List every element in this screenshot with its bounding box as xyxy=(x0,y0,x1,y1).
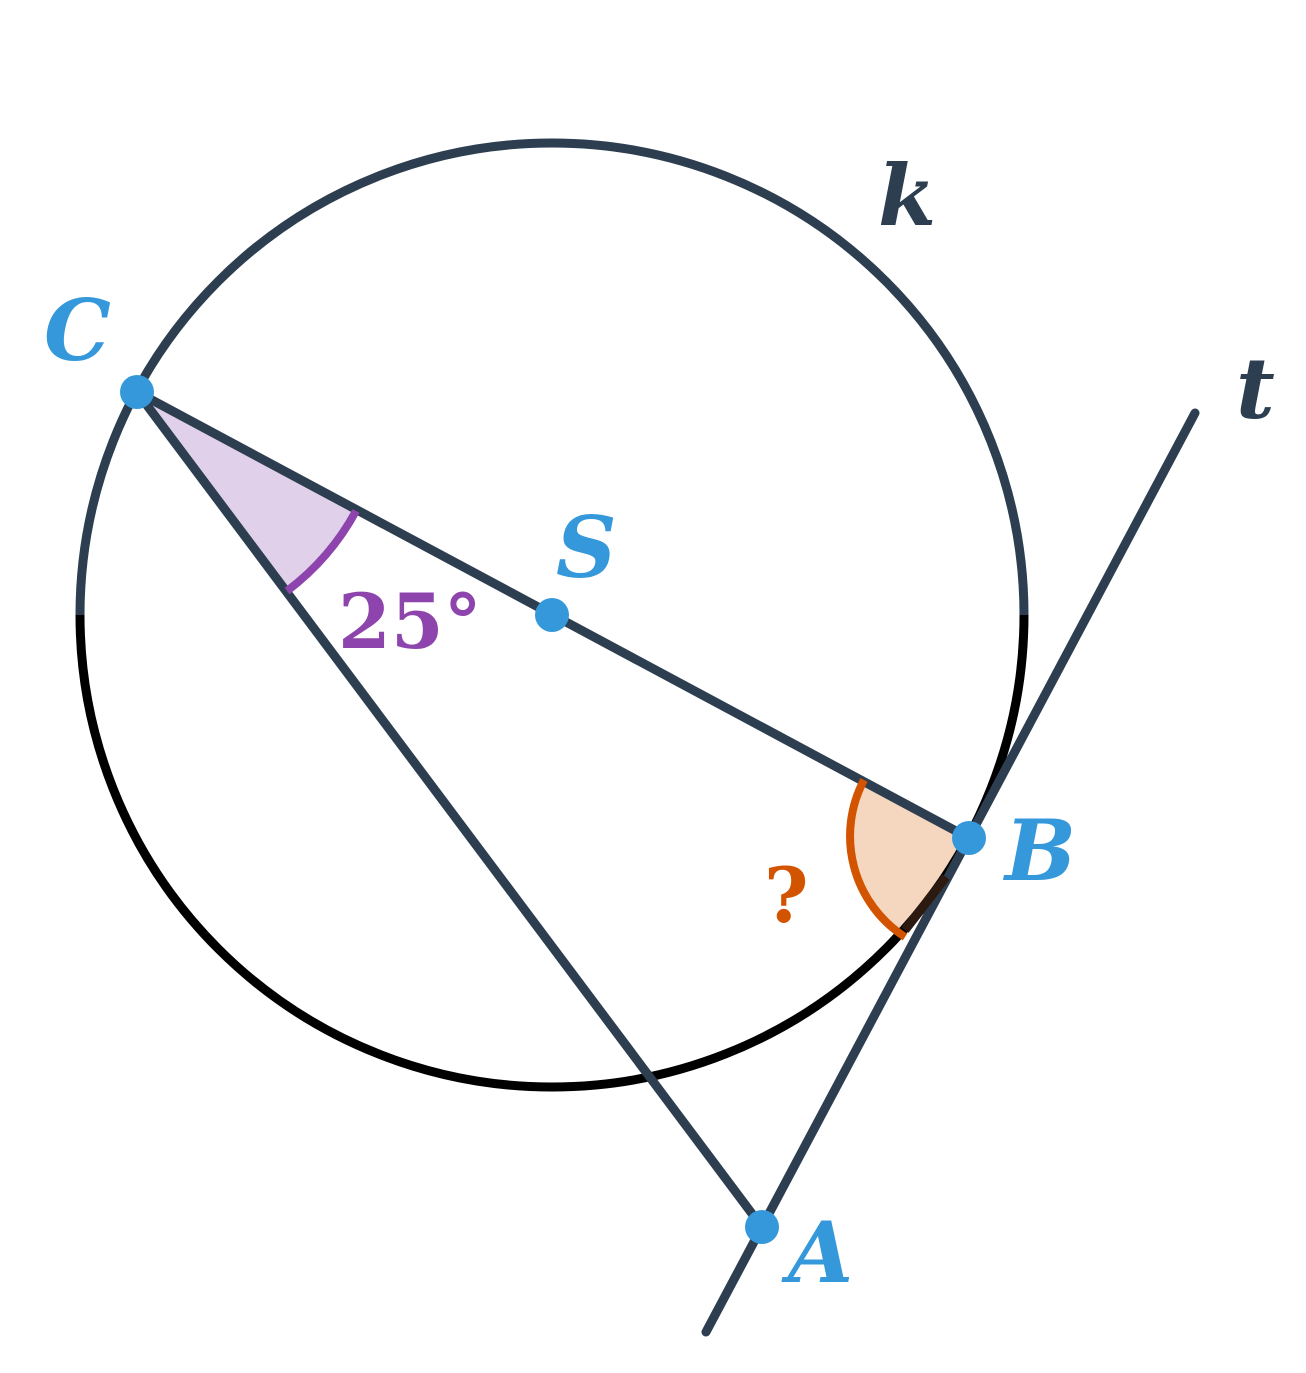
label-t: t xyxy=(1236,339,1275,438)
angle-b-sector xyxy=(850,780,969,937)
angle-b-arc xyxy=(846,778,908,941)
label-b: B xyxy=(1003,801,1076,900)
tangent-line-t xyxy=(701,408,1200,1337)
point-b xyxy=(952,821,986,855)
label-a: A xyxy=(781,1203,853,1302)
angle-b-unknown: ? xyxy=(764,851,809,940)
label-c: C xyxy=(44,281,111,380)
point-s xyxy=(535,598,569,632)
angle-c-sector xyxy=(137,392,356,591)
point-a xyxy=(745,1210,779,1244)
point-c xyxy=(120,375,154,409)
segment-ca xyxy=(132,387,767,1232)
angle-c-arc xyxy=(284,509,360,595)
angle-b-arc-overlap xyxy=(901,874,950,933)
label-k: k xyxy=(878,146,936,245)
label-s: S xyxy=(556,498,617,597)
angle-c-value: 25° xyxy=(338,577,482,666)
